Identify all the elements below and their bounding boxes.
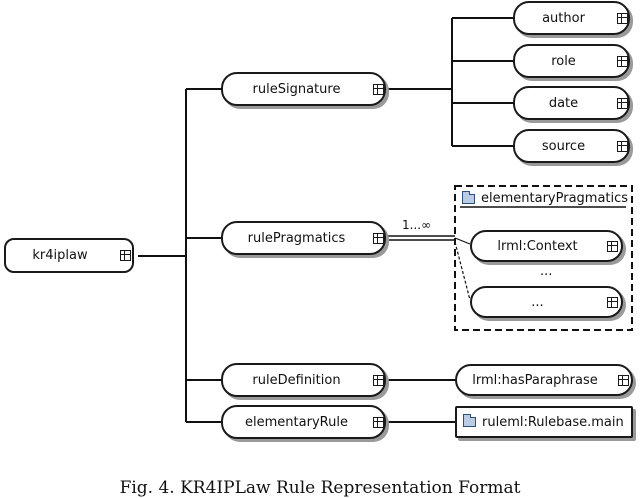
node-lrml-context[interactable]: lrml:Context [470,230,623,262]
node-label: role [551,53,576,69]
node-label: author [542,10,585,26]
expand-icon[interactable] [373,84,384,95]
expand-icon[interactable] [373,417,384,428]
node-label: ruleDefinition [252,372,341,388]
node-label: ... [531,294,544,310]
node-rule-definition[interactable]: ruleDefinition [221,363,386,397]
node-date[interactable]: date [513,86,630,120]
node-label: kr4iplaw [32,248,88,263]
node-label: lrml:Context [497,238,578,254]
node-kr4iplaw[interactable]: kr4iplaw [4,238,134,273]
folder-icon [461,190,475,204]
expand-icon[interactable] [618,375,629,386]
node-label: date [548,95,579,111]
expand-icon[interactable] [617,98,628,109]
expand-icon[interactable] [607,297,618,308]
node-has-paraphrase[interactable]: lrml:hasParaphrase [455,364,633,396]
expand-icon[interactable] [617,56,628,67]
node-rule-signature[interactable]: ruleSignature [221,72,386,106]
node-label: ruleml:Rulebase.main [482,414,624,430]
group-ellipsis: ... [540,264,553,279]
node-author[interactable]: author [513,1,630,35]
node-rule-pragmatics[interactable]: rulePragmatics [221,221,386,255]
figure-caption: Fig. 4. KR4IPLaw Rule Representation For… [119,478,521,498]
expand-icon[interactable] [373,375,384,386]
group-label: elementaryPragmatics [481,191,629,206]
node-source[interactable]: source [513,129,630,163]
node-label: rulePragmatics [247,230,346,246]
expand-icon[interactable] [373,233,384,244]
node-elementary-rule[interactable]: elementaryRule [221,405,386,439]
expand-icon[interactable] [617,13,628,24]
node-label: ruleSignature [252,81,341,97]
expand-icon[interactable] [120,250,131,261]
folder-icon [462,414,476,427]
node-rulebase-main[interactable]: ruleml:Rulebase.main [455,406,633,438]
node-label: source [541,138,586,154]
group-header: elementaryPragmatics [461,190,629,206]
node-group-last[interactable]: ... [470,286,623,318]
cardinality-label: 1...∞ [402,218,432,232]
node-label: lrml:hasParaphrase [472,372,598,388]
node-label: elementaryRule [245,414,348,430]
node-role[interactable]: role [513,44,630,78]
expand-icon[interactable] [617,141,628,152]
expand-icon[interactable] [607,241,618,252]
